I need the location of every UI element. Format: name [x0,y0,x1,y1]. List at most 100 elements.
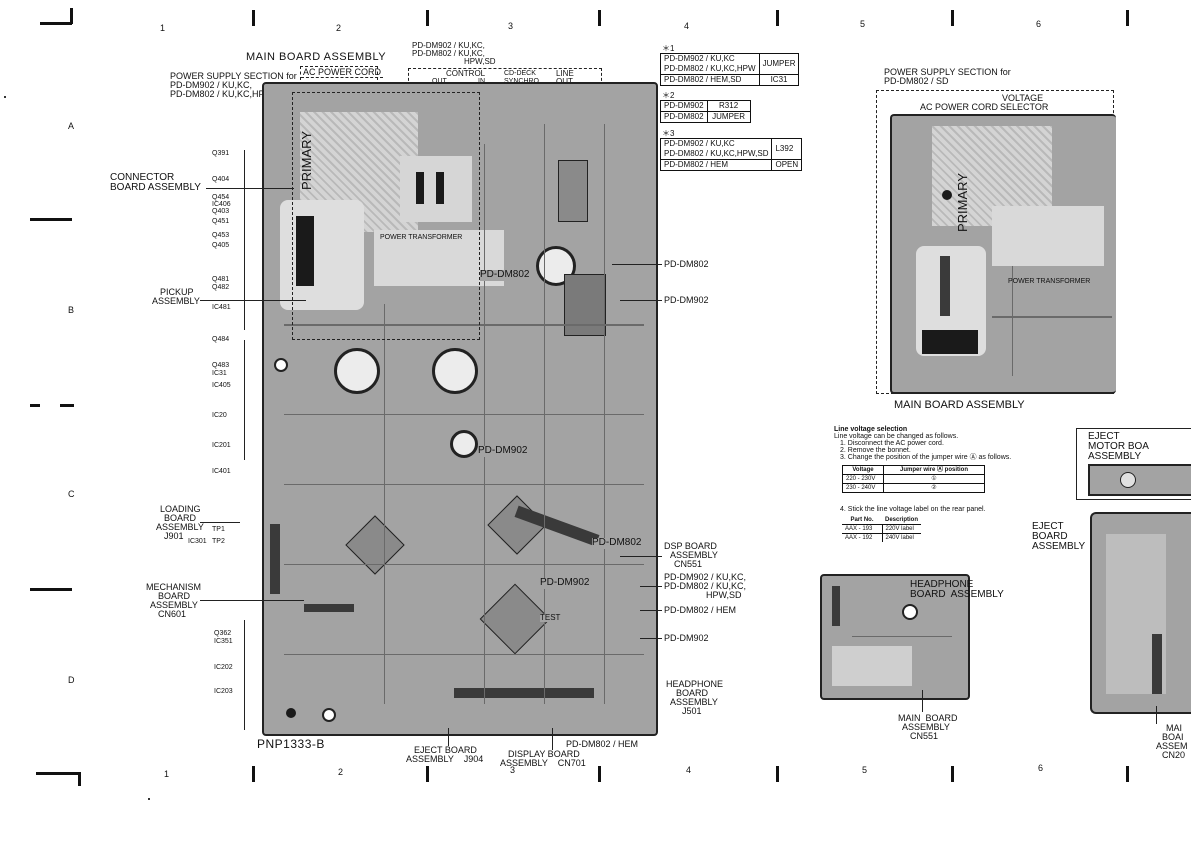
side-ref: Q404 [212,176,230,183]
side-ref: Q481 [212,276,230,283]
col-label-top-2: 2 [336,23,342,33]
ac-power-cord-label: AC POWER CORD [301,67,384,79]
frame-mark-left-3 [60,404,74,407]
eject-motor-title-1: EJECT [1088,431,1120,442]
col-label-bot-4: 4 [686,765,692,775]
cd-deck-label: CD-DECK [504,70,536,77]
col-label-bot-1: 1 [164,769,170,779]
headphone-main-3: CN551 [910,731,939,741]
side-ref: Q362 [214,630,232,637]
note1-model: PD-DM802 / KU,KC,HPW [664,64,756,73]
col-label-bot-2: 2 [338,767,344,777]
line-voltage-label-table: Part No. Description AAX - 193 220V labe… [842,516,922,542]
side-ref: IC351 [214,638,233,645]
right-power-section-label: POWER SUPPLY SECTION for [884,67,1011,77]
trace-h-1 [284,324,644,326]
synchro-label: SYNCHRO [504,78,539,85]
col-mark-top-2 [426,10,429,26]
row-label-b: B [68,305,75,315]
frame-mark-left-2 [30,404,40,407]
frame-mark-top-left-v [70,8,73,24]
tp2-label: TP2 [212,538,225,545]
overlay-dm902-lower: PD-DM902 [540,577,590,589]
scan-dot-1 [4,96,6,98]
headphone-pcb [820,574,970,700]
callout-dsp-3: CN551 [674,559,703,569]
connector-area [280,200,364,310]
mech-connector [304,604,354,612]
motor-icon [1120,472,1136,488]
col-mark-top-6 [1126,10,1129,26]
col-label-bot-5: 5 [862,765,868,775]
note3-mark: ＊3 [662,129,675,138]
ic-block-1 [564,274,606,336]
side-ref: Q454 [212,194,230,201]
right-main-board-label: MAIN BOARD ASSEMBLY [894,399,1025,411]
connector-board-label-1: CONNECTOR [110,172,175,183]
screw-hole-2 [322,708,336,722]
ic-block-3 [345,515,405,575]
col-mark-top-4 [776,10,779,26]
bottom-dm802-hem: PD-DM802 / HEM [566,739,639,749]
col-mark-bot-5 [951,766,954,782]
lbl-header-desc: Description [882,516,922,525]
headphone-main-1: MAIN BOARD [898,713,958,723]
eject-connector [1152,634,1162,694]
right-screw-hole [942,190,952,200]
trace-h-4 [284,564,644,565]
col-mark-bot-1 [252,766,255,782]
col-label-top-6: 6 [1036,19,1042,29]
loading-board-label-4: J901 [164,531,184,541]
overlay-dm802-center: PD-DM802 [480,269,530,281]
eject-main-2: BOAI [1162,732,1184,742]
frame-mark-top-left [40,22,72,25]
right-power-section-model: PD-DM802 / SD [884,76,949,86]
col-mark-top-3 [598,10,601,26]
callout-headphone-4: J501 [682,706,702,716]
note2-row2-model: PD-DM802 [660,111,708,123]
screw-hole-3 [274,358,288,372]
bottom-connector [454,688,594,698]
lbl-header-partno: Part No. [842,516,882,525]
mechanism-leader [200,600,304,601]
eject-motor-box [1076,428,1191,500]
callout-dm902-b: PD-DM902 [664,633,709,643]
line-voltage-step1: 1. Disconnect the AC power cord. [840,440,944,447]
callout-dsp-leader [620,556,662,557]
headphone-title-1: HEADPHONE [910,579,974,590]
ic-block-2 [558,160,588,222]
callout-dm902-b-leader [640,638,662,639]
col-label-top-5: 5 [860,19,866,29]
capacitor-1 [334,348,380,394]
right-dark-block [922,330,978,354]
power-section-dashed-box [300,66,378,91]
side-refs-bar-2 [244,340,245,460]
eject-motor-title-2: MOTOR BOA [1088,441,1149,452]
frame-mark-bottom-left-v [78,772,81,786]
callout-headphone-3: ASSEMBLY [670,697,718,707]
callout-dsp-1: DSP BOARD [664,541,717,551]
loading-board-label-2: BOARD [164,513,197,523]
relay-block-1 [416,172,424,204]
trace-h-5 [284,654,644,655]
line-out-label: OUT [556,77,573,86]
lv-row1-jumper: ① [883,474,985,484]
col-mark-bot-6 [1126,766,1129,782]
note3-row1-value: L392 [771,138,803,160]
right-trace-2 [1012,266,1013,376]
note3-model: PD-DM902 / KU,KC [664,139,735,148]
side-ref: IC31 [212,370,227,377]
col-label-top-3: 3 [508,21,514,31]
power-section-model-1: PD-DM902 / KU,KC, [170,80,253,90]
right-power-transformer: POWER TRANSFORMER [1008,278,1091,285]
headphone-title-2: BOARD ASSEMBLY [910,589,1004,600]
headphone-connector [832,586,840,626]
callout-headphone-2: BOARD [676,688,709,698]
top-model-3: HPW,SD [464,57,496,66]
col-label-bot-3: 3 [510,765,516,775]
callout-headphone-1: HEADPHONE [666,679,724,689]
mechanism-board-label-4: CN601 [158,609,187,619]
note3-model: PD-DM802 / KU,KC,HPW,SD [664,149,769,158]
